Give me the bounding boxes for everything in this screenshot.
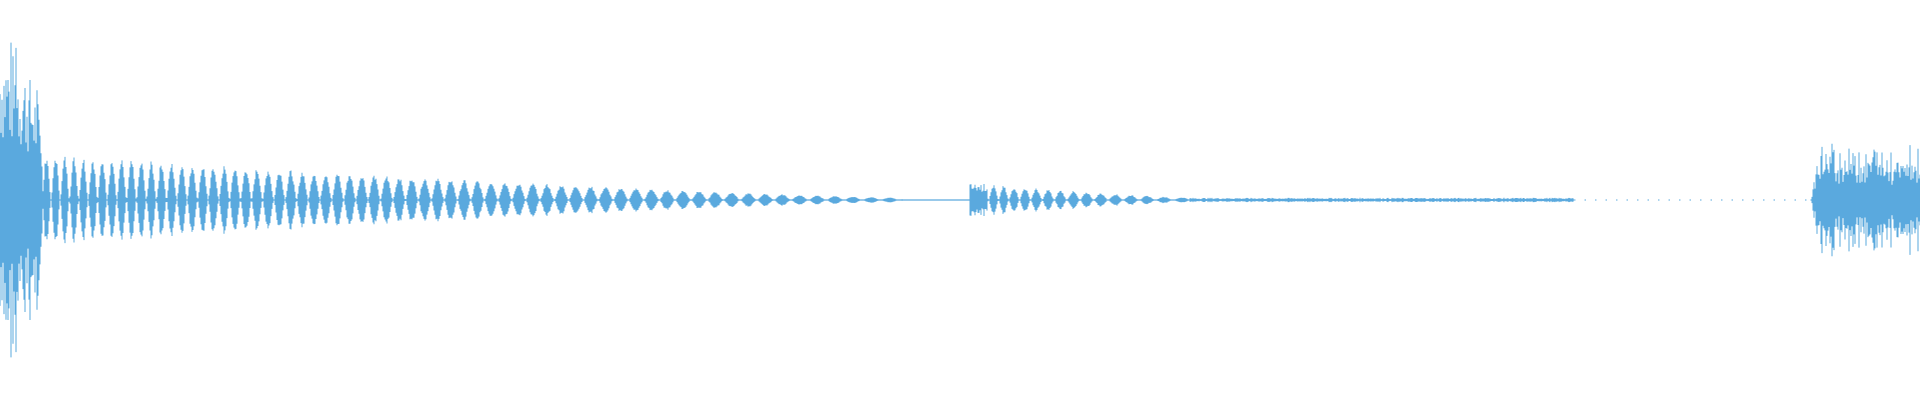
burst-end-samples: [1810, 143, 1920, 257]
burst-mid-samples: [969, 184, 1191, 216]
tail-mid-samples: [1189, 197, 1574, 203]
tail-start-samples: [41, 156, 903, 244]
waveform-trace: [0, 42, 1920, 358]
burst-start-samples: [0, 42, 43, 358]
